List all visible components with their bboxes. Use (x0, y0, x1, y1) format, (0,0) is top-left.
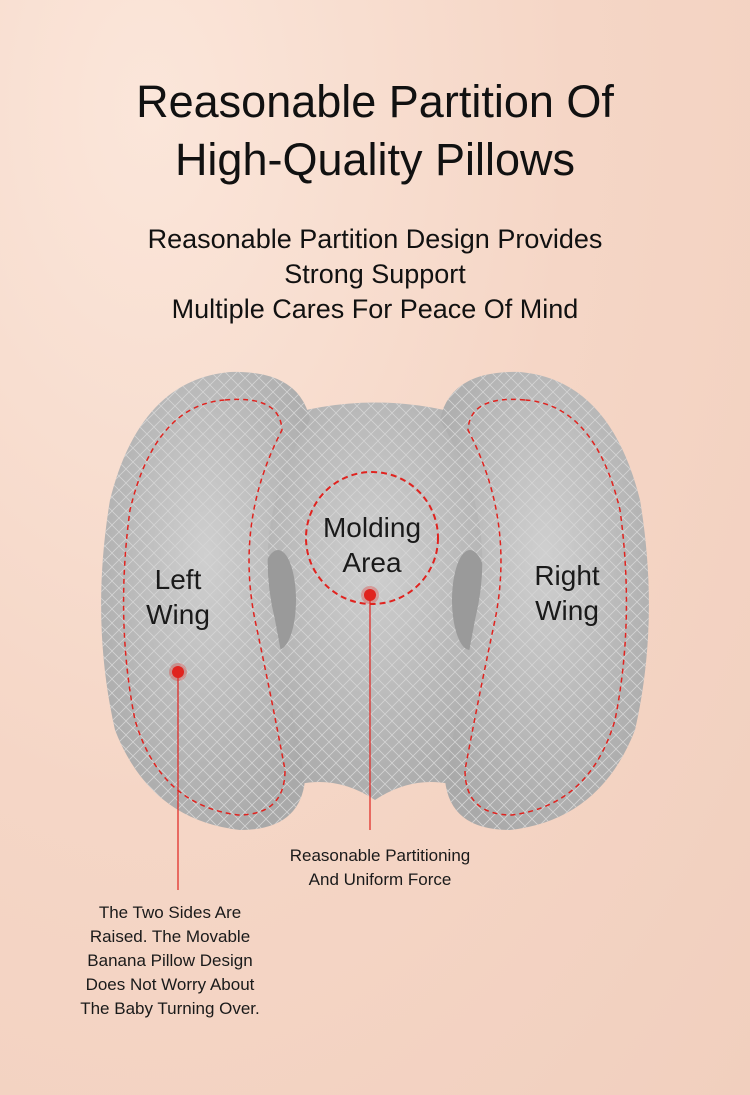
headline: Reasonable Partition Of High-Quality Pil… (0, 73, 750, 189)
subheadline-line: Multiple Cares For Peace Of Mind (171, 294, 579, 324)
callout-line: And Uniform Force (308, 870, 452, 889)
subheadline: Reasonable Partition Design Provides Str… (0, 222, 750, 327)
molding-area-label: Molding Area (302, 510, 442, 580)
label-line: Right (534, 560, 600, 591)
pillow-left-wing (101, 371, 310, 830)
left-marker-dot (172, 666, 184, 678)
callout-line: Does Not Worry About (85, 975, 255, 994)
callout-line: The Baby Turning Over. (80, 999, 260, 1018)
label-line: Wing (146, 599, 210, 630)
left-wing-label: Left Wing (118, 562, 238, 632)
subheadline-line: Strong Support (284, 259, 466, 289)
right-wing-label: Right Wing (507, 558, 627, 628)
label-line: Molding (322, 512, 422, 543)
headline-line: Reasonable Partition Of (136, 76, 614, 127)
center-marker-dot (364, 589, 376, 601)
pillow-center-body (250, 402, 500, 800)
label-line: Area (342, 547, 402, 578)
center-callout-text: Reasonable Partitioning And Uniform Forc… (250, 844, 510, 892)
subheadline-line: Reasonable Partition Design Provides (147, 224, 603, 254)
callout-line: The Two Sides Are (98, 903, 242, 922)
callout-line: Raised. The Movable (89, 927, 251, 946)
callout-line: Banana Pillow Design (87, 951, 253, 970)
headline-line: High-Quality Pillows (174, 134, 576, 185)
left-callout-text: The Two Sides Are Raised. The Movable Ba… (50, 901, 290, 1021)
label-line: Wing (535, 595, 599, 626)
molding-area-ring (305, 471, 439, 605)
callout-line: Reasonable Partitioning (289, 846, 471, 865)
pillow-right-wing (440, 371, 649, 830)
label-line: Left (154, 564, 202, 595)
